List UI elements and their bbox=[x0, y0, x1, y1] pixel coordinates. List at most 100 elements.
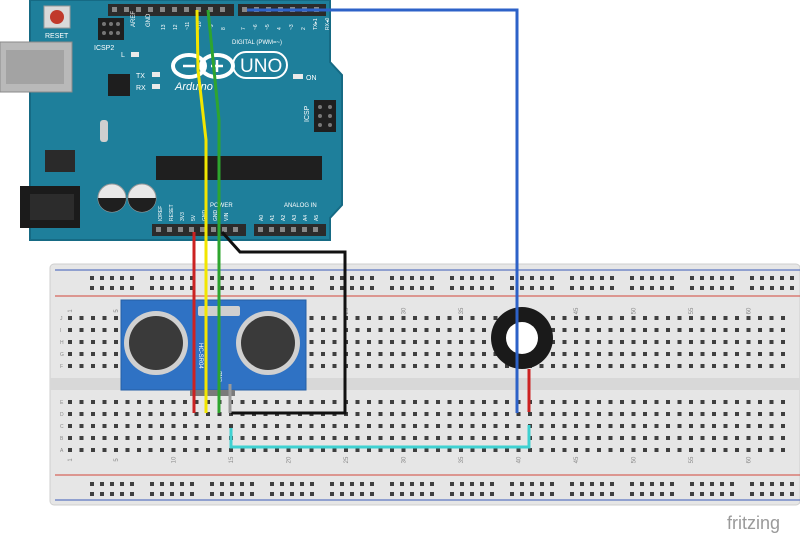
rail-hole bbox=[400, 286, 404, 290]
breadboard-hole bbox=[689, 424, 693, 428]
breadboard-hole bbox=[79, 412, 84, 416]
led-rx-label: RX bbox=[136, 85, 146, 92]
rail-hole bbox=[250, 286, 254, 290]
column-number-bottom: 25 bbox=[344, 456, 350, 463]
breadboard-hole bbox=[516, 424, 521, 428]
rail-hole bbox=[130, 482, 134, 486]
column-number-bottom: 50 bbox=[632, 456, 638, 463]
breadboard-hole bbox=[677, 412, 682, 416]
breadboard-hole bbox=[102, 364, 107, 368]
breadboard-hole bbox=[631, 328, 636, 332]
breadboard-hole bbox=[137, 424, 141, 428]
rail-hole bbox=[270, 482, 274, 486]
breadboard-hole bbox=[631, 352, 636, 356]
breadboard-hole bbox=[700, 364, 705, 368]
sensor-pin-label: GND bbox=[218, 371, 224, 383]
breadboard-hole bbox=[654, 412, 659, 416]
breadboard-hole bbox=[378, 316, 383, 320]
breadboard-hole bbox=[424, 328, 429, 332]
breadboard-hole bbox=[125, 448, 130, 452]
breadboard-hole bbox=[723, 400, 728, 404]
rail-hole bbox=[660, 492, 664, 496]
breadboard-hole bbox=[401, 436, 406, 440]
rail-hole bbox=[180, 276, 184, 280]
rail-hole bbox=[650, 492, 654, 496]
breadboard-hole bbox=[677, 340, 682, 344]
arduino-label: Arduino bbox=[174, 81, 213, 93]
reset-button-cap[interactable] bbox=[50, 10, 64, 24]
breadboard-hole bbox=[608, 400, 613, 404]
rail-hole bbox=[270, 286, 274, 290]
row-letter: J bbox=[60, 316, 63, 322]
rail-hole bbox=[330, 482, 334, 486]
breadboard-hole bbox=[585, 448, 590, 452]
breadboard-hole bbox=[390, 400, 394, 404]
breadboard-hole bbox=[689, 364, 693, 368]
rail-hole bbox=[310, 286, 314, 290]
breadboard-hole bbox=[723, 340, 728, 344]
digital-pin-label: 2 bbox=[301, 27, 307, 30]
breadboard-hole bbox=[781, 316, 785, 320]
rail-hole bbox=[190, 276, 194, 280]
breadboard-hole bbox=[620, 364, 624, 368]
header-pin bbox=[222, 227, 227, 232]
breadboard-hole bbox=[597, 400, 601, 404]
rail-hole bbox=[640, 276, 644, 280]
led-tx bbox=[152, 72, 160, 77]
breadboard-hole bbox=[298, 424, 302, 428]
breadboard-hole bbox=[597, 448, 601, 452]
breadboard-hole bbox=[217, 448, 222, 452]
rail-hole bbox=[550, 286, 554, 290]
breadboard-hole bbox=[631, 412, 636, 416]
breadboard-hole bbox=[505, 448, 509, 452]
breadboard-hole bbox=[608, 340, 613, 344]
breadboard-hole bbox=[493, 436, 498, 440]
rail-hole bbox=[490, 492, 494, 496]
rail-hole bbox=[610, 492, 614, 496]
row-letter: I bbox=[60, 328, 61, 334]
breadboard-hole bbox=[194, 436, 199, 440]
breadboard-hole bbox=[539, 364, 544, 368]
column-number-bottom: 45 bbox=[574, 456, 580, 463]
breadboard-hole bbox=[378, 436, 383, 440]
breadboard-hole bbox=[68, 412, 72, 416]
breadboard-hole bbox=[666, 364, 670, 368]
breadboard-hole bbox=[286, 436, 291, 440]
breadboard-hole bbox=[620, 448, 624, 452]
rail-hole bbox=[360, 276, 364, 280]
rail-hole bbox=[110, 482, 114, 486]
breadboard-hole bbox=[125, 400, 130, 404]
rail-hole bbox=[570, 276, 574, 280]
breadboard-hole bbox=[608, 436, 613, 440]
rail-hole bbox=[310, 492, 314, 496]
breadboard-hole bbox=[735, 448, 739, 452]
rail-hole bbox=[410, 492, 414, 496]
breadboard-hole bbox=[746, 424, 751, 428]
breadboard-hole bbox=[102, 328, 107, 332]
breadboard-hole bbox=[781, 424, 785, 428]
header-pin bbox=[167, 227, 172, 232]
rail-hole bbox=[100, 492, 104, 496]
breadboard-hole bbox=[608, 328, 613, 332]
rail-hole bbox=[310, 482, 314, 486]
breadboard-hole bbox=[654, 364, 659, 368]
breadboard-hole bbox=[712, 424, 716, 428]
breadboard-hole bbox=[781, 364, 785, 368]
header-pin bbox=[112, 7, 117, 12]
rail-hole bbox=[540, 286, 544, 290]
rail-hole bbox=[370, 286, 374, 290]
breadboard-hole bbox=[332, 316, 337, 320]
rail-hole bbox=[660, 276, 664, 280]
rail-hole bbox=[530, 492, 534, 496]
icsp2-header bbox=[98, 18, 124, 40]
breadboard-hole bbox=[654, 328, 659, 332]
rail-hole bbox=[480, 492, 484, 496]
breadboard-hole bbox=[758, 316, 762, 320]
breadboard-hole bbox=[608, 364, 613, 368]
rail-hole bbox=[160, 492, 164, 496]
breadboard-hole bbox=[401, 352, 406, 356]
header-pin bbox=[313, 227, 318, 232]
breadboard-hole bbox=[712, 328, 716, 332]
breadboard-hole bbox=[677, 448, 682, 452]
rail-hole bbox=[540, 482, 544, 486]
